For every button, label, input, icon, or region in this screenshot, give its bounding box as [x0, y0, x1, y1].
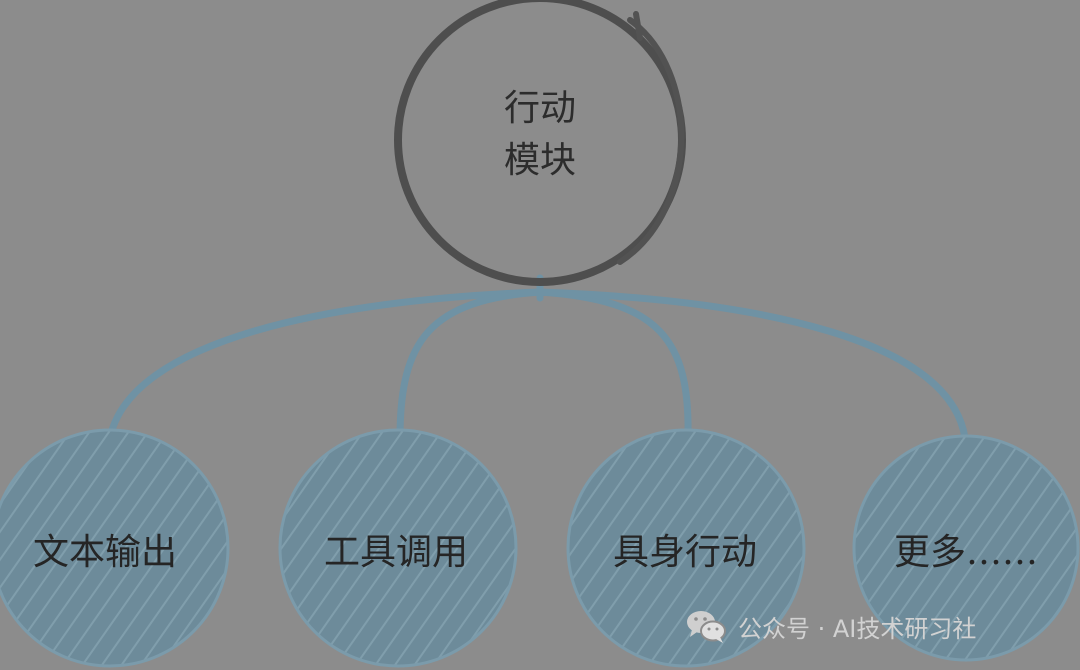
watermark: 公众号 · AI技术研习社	[684, 606, 976, 646]
child-circle-4	[852, 434, 1080, 662]
child-circle-3	[566, 428, 806, 668]
child-label-4: 更多……	[894, 532, 1038, 573]
root-node: 行动 模块	[394, 0, 686, 286]
watermark-text: 公众号 · AI技术研习社	[738, 614, 977, 643]
child-label-3: 具身行动	[613, 532, 757, 573]
child-node-3: 具身行动	[566, 428, 806, 668]
root-circle-overdraw	[617, 17, 685, 265]
child-label-1: 文本输出	[33, 532, 177, 573]
root-label-line2: 模块	[504, 140, 576, 181]
wechat-icon	[687, 611, 726, 643]
root-label-line1: 行动	[504, 88, 576, 129]
connector-2	[396, 288, 544, 442]
connector-4	[536, 288, 969, 442]
connector-1	[106, 288, 544, 442]
child-node-2: 工具调用	[278, 428, 518, 668]
child-node-4: 更多……	[852, 434, 1080, 662]
child-circle-2	[278, 428, 518, 668]
child-label-2: 工具调用	[324, 532, 468, 573]
child-circle-1	[0, 428, 230, 668]
connectors	[106, 274, 969, 442]
root-circle-tick	[633, 11, 643, 41]
child-node-1: 文本输出	[0, 428, 230, 668]
connector-3	[536, 288, 692, 442]
